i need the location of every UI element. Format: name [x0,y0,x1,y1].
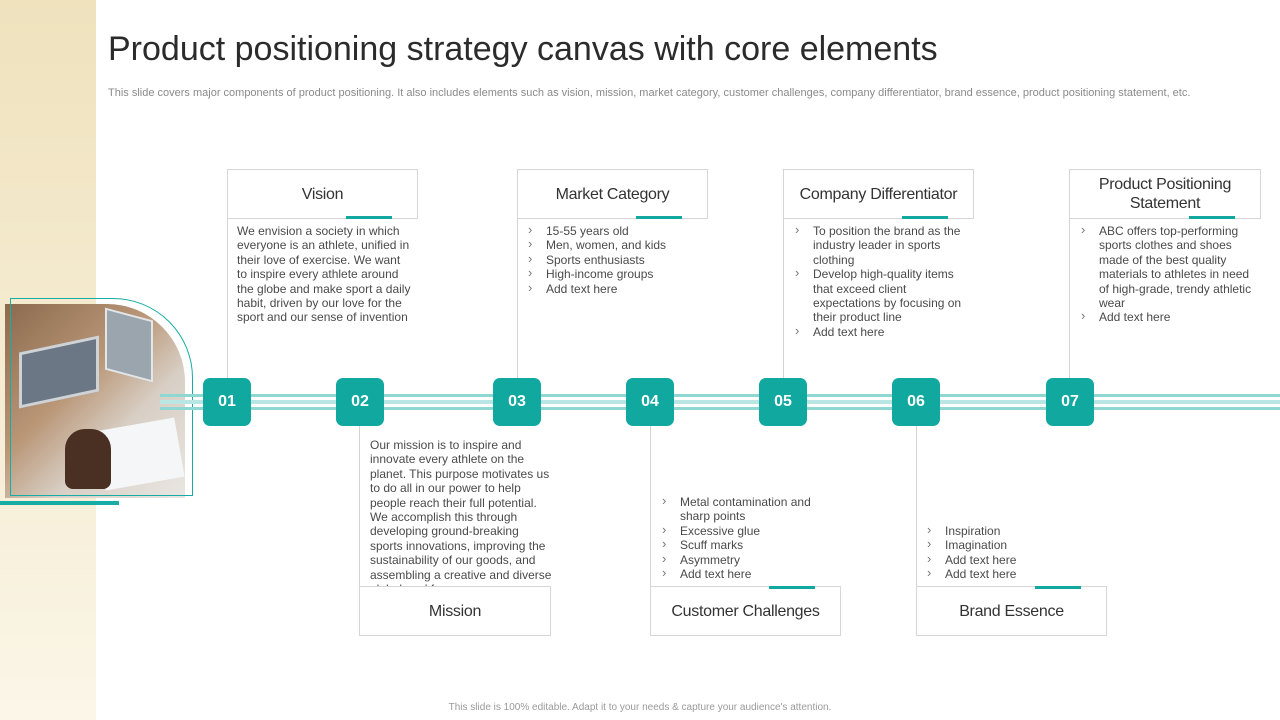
list-item: Add text here [925,552,1105,567]
step-number-01: 01 [203,378,251,426]
list-item: To position the brand as the industry le… [793,223,973,267]
list-item: Sports enthusiasts [526,252,706,267]
positioning-statement-list: ABC offers top-performing sports clothes… [1079,223,1259,325]
step-number-04: 04 [626,378,674,426]
customer-challenges-list: Metal contamination and sharp points Exc… [660,494,838,581]
list-item: Metal contamination and sharp points [660,494,838,524]
positioning-statement-heading: Product Positioning Statement [1069,169,1261,219]
footer-note: This slide is 100% editable. Adapt it to… [448,702,832,713]
mission-heading: Mission [359,586,551,636]
step-number-02: 02 [336,378,384,426]
list-item: Add text here [660,566,838,581]
step-number-07: 07 [1046,378,1094,426]
step-number-05: 05 [759,378,807,426]
slide-title: Product positioning strategy canvas with… [108,30,938,68]
connector-line [359,424,360,587]
vision-heading: Vision [227,169,418,219]
list-item: Asymmetry [660,552,838,567]
accent-underline [1189,216,1235,219]
vision-title: Vision [301,185,344,203]
timeline-track [160,392,1280,412]
list-item: Add text here [526,281,706,296]
step-number-03: 03 [493,378,541,426]
brand-essence-heading: Brand Essence [916,586,1107,636]
list-item: Scuff marks [660,537,838,552]
accent-underline [769,586,815,589]
brand-essence-title: Brand Essence [959,602,1064,620]
connector-line [227,218,228,380]
connector-line [1069,218,1070,380]
market-category-heading: Market Category [517,169,708,219]
list-item: Men, women, and kids [526,237,706,252]
list-item: Develop high-quality items that exceed c… [793,266,973,325]
accent-underline [636,216,682,219]
slide-subtitle: This slide covers major components of pr… [108,87,1191,99]
list-item: Imagination [925,537,1105,552]
customer-challenges-title: Customer Challenges [671,602,820,620]
accent-underline [902,216,948,219]
connector-line [916,424,917,587]
connector-line [517,218,518,380]
company-differentiator-heading: Company Differentiator [783,169,974,219]
vision-text: We envision a society in which everyone … [237,224,411,325]
list-item: Inspiration [925,523,1105,538]
photo-frame [10,298,193,496]
company-differentiator-list: To position the brand as the industry le… [793,223,973,339]
market-category-list: 15-55 years old Men, women, and kids Spo… [526,223,706,296]
brand-essence-list: Inspiration Imagination Add text here Ad… [925,523,1105,582]
list-item: ABC offers top-performing sports clothes… [1079,223,1259,310]
mission-text: Our mission is to inspire and innovate e… [370,438,552,596]
connector-line [650,424,651,587]
connector-line [783,218,784,380]
list-item: 15-55 years old [526,223,706,238]
customer-challenges-heading: Customer Challenges [650,586,841,636]
accent-underline [1035,586,1081,589]
list-item: Add text here [1079,309,1259,324]
accent-underline [346,216,392,219]
list-item: Excessive glue [660,523,838,538]
positioning-statement-title: Product Positioning Statement [1098,176,1232,212]
company-differentiator-title: Company Differentiator [799,185,958,203]
accent-bar [0,501,119,505]
mission-title: Mission [428,602,482,620]
list-item: High-income groups [526,266,706,281]
list-item: Add text here [793,324,973,339]
list-item: Add text here [925,566,1105,581]
step-number-06: 06 [892,378,940,426]
market-category-title: Market Category [555,185,670,203]
